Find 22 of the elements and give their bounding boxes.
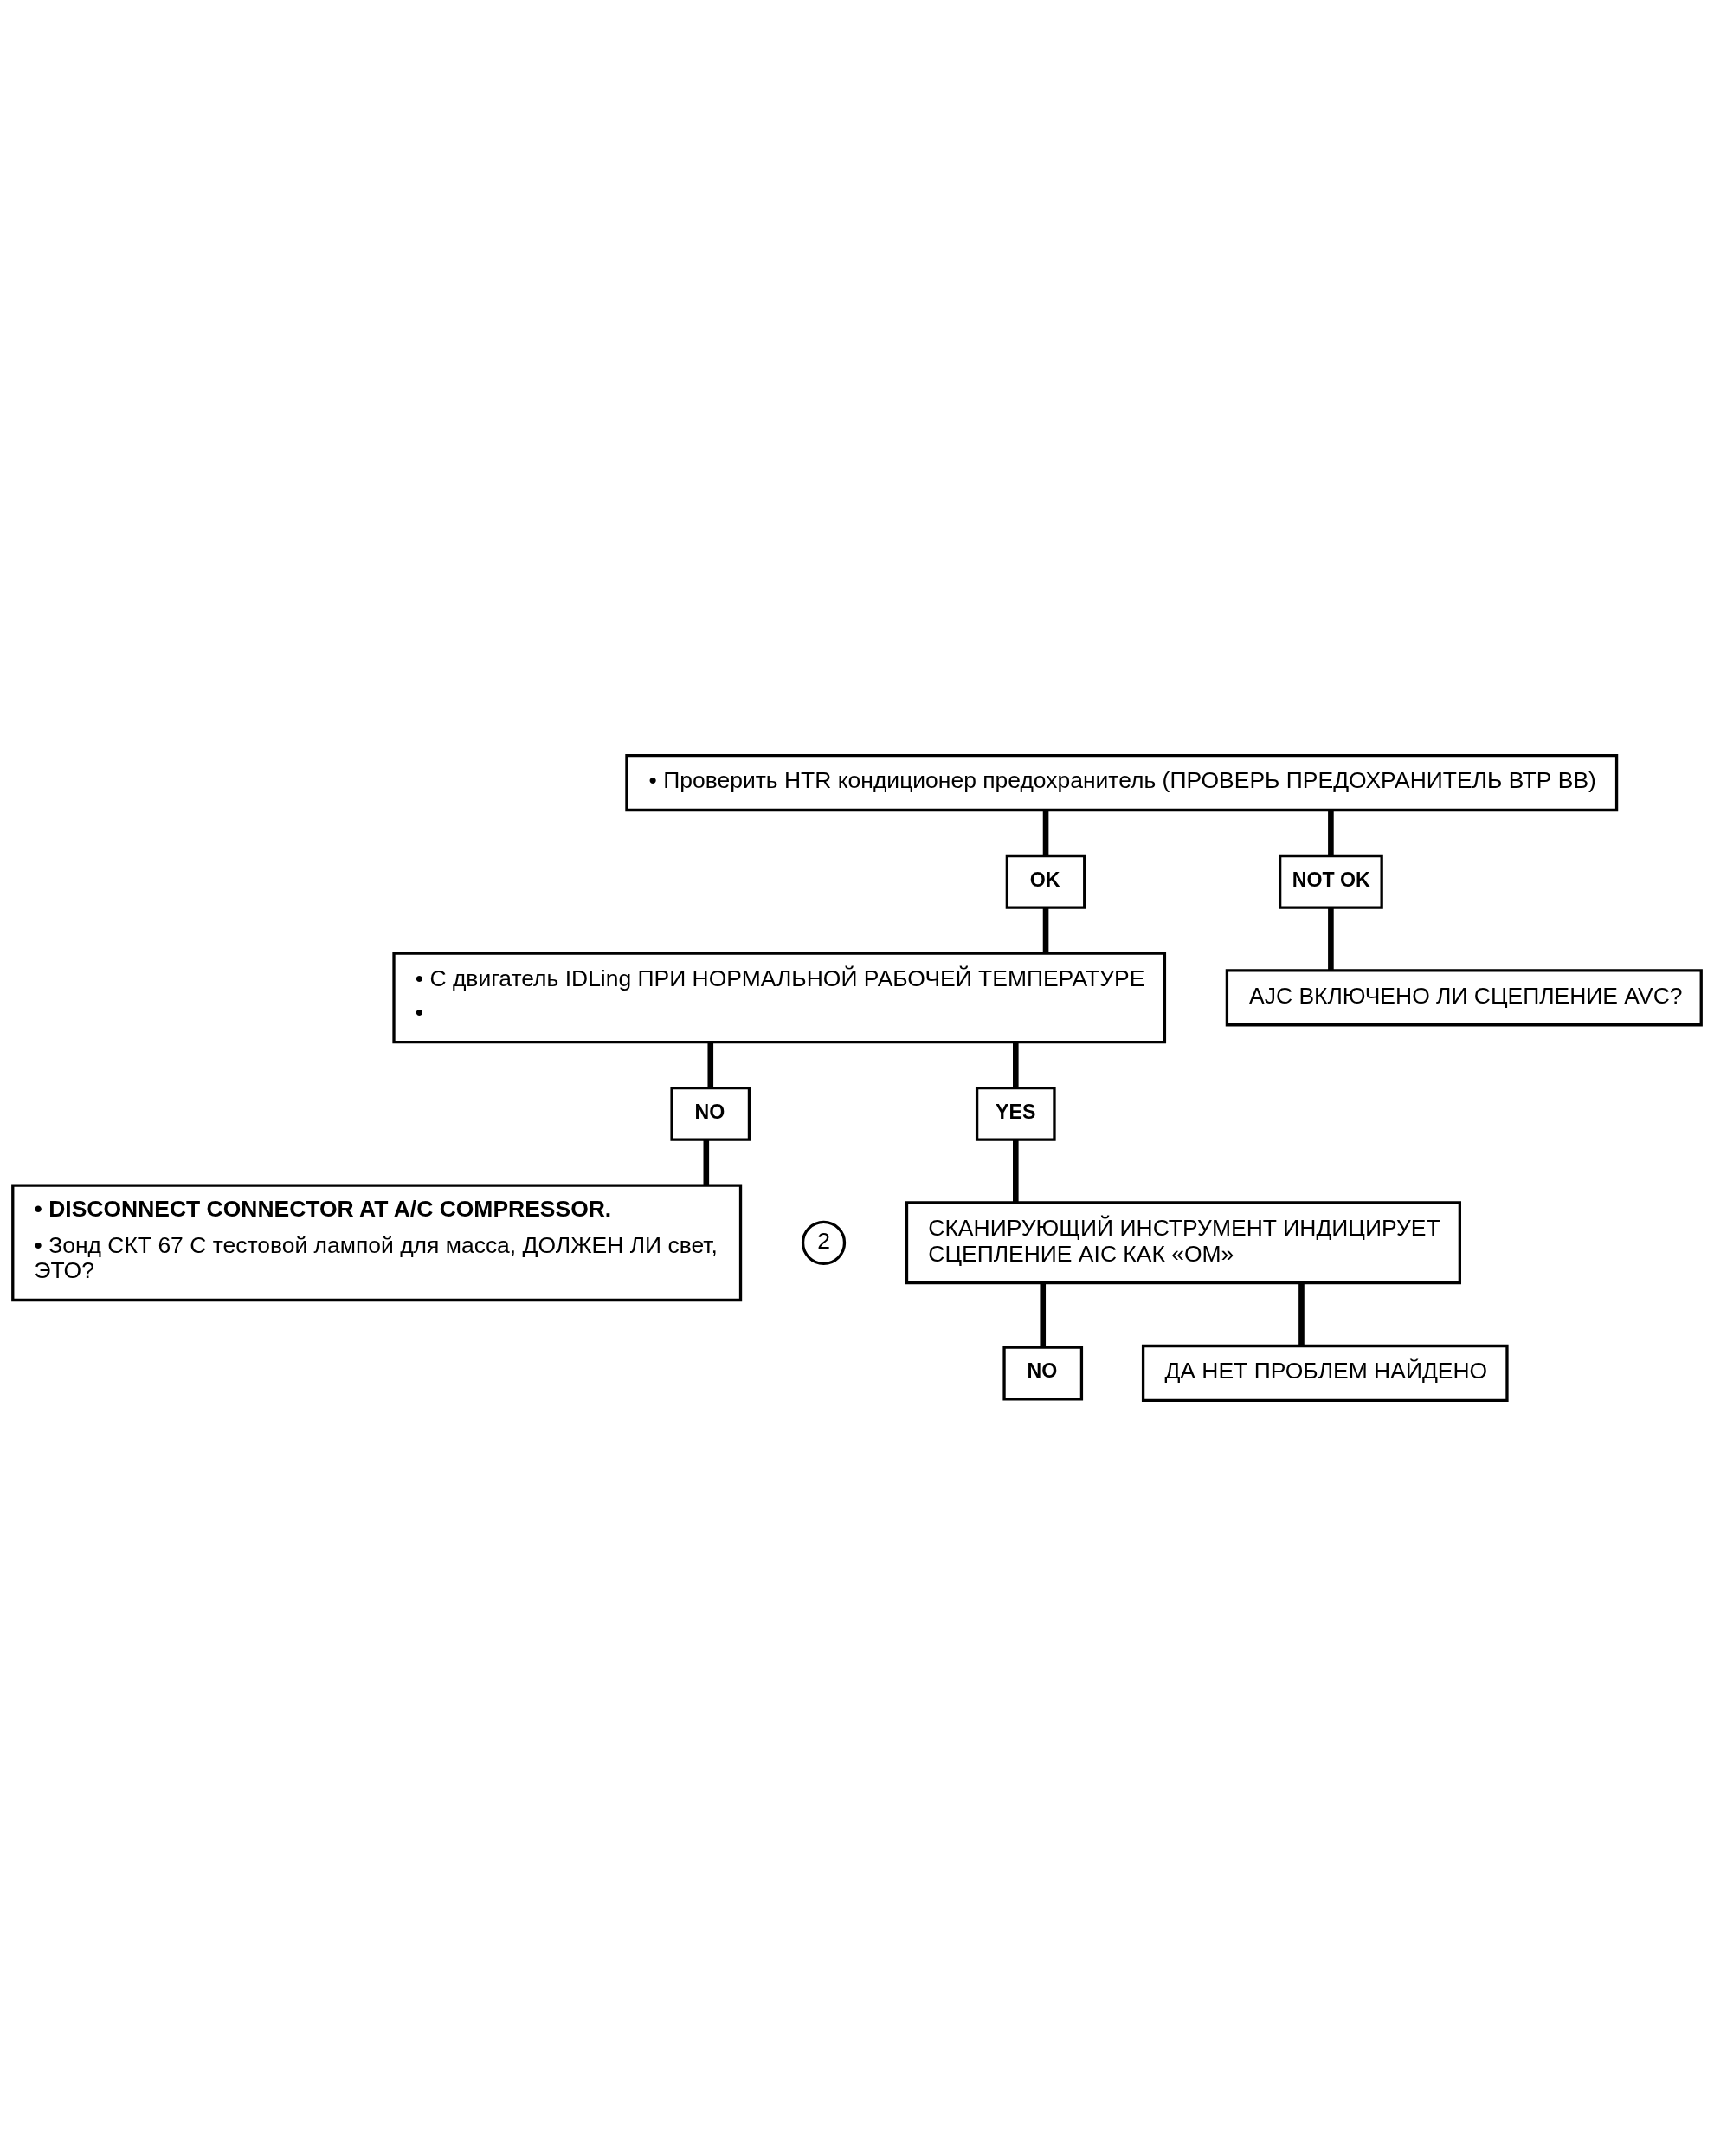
connector bbox=[1298, 1283, 1305, 1346]
node-box: • DISCONNECT CONNECTOR AT A/C COMPRESSOR. • Зонд СКТ 67 С тестовой лампой для масса, ДОЛЖЕН ЛИ свет, ЭТО? bbox=[11, 1184, 743, 1302]
node-label: 2 bbox=[817, 1227, 830, 1254]
connector bbox=[1013, 1042, 1019, 1088]
connector bbox=[1042, 810, 1049, 856]
connector bbox=[1013, 1139, 1019, 1203]
node-box: OK bbox=[1005, 854, 1086, 909]
connector bbox=[1040, 1283, 1047, 1347]
connector bbox=[707, 1042, 714, 1088]
node-box: NOT OK bbox=[1279, 854, 1383, 909]
node-box: NO bbox=[670, 1086, 751, 1141]
connector bbox=[703, 1139, 710, 1185]
node-box: • Проверить HTR кондиционер предохранитель (ПРОВЕРЬ ПРЕДОХРАНИТЕЛЬ ВТР ВВ) bbox=[625, 753, 1619, 812]
connector bbox=[1328, 907, 1334, 971]
node-box: NO bbox=[1002, 1346, 1084, 1401]
node-box: AJC ВКЛЮЧЕНО ЛИ СЦЕПЛЕНИЕ AVC? bbox=[1225, 969, 1703, 1027]
node-box: ДА НЕТ ПРОБЛЕМ НАЙДЕНО bbox=[1141, 1344, 1509, 1403]
node-box: • С двигатель IDLing ПРИ НОРМАЛЬНОЙ РАБОЧЕЙ ТЕМПЕРАТУРЕ • bbox=[392, 952, 1167, 1044]
connector bbox=[1042, 907, 1049, 953]
node-box: СКАНИРУЮЩИЙ ИНСТРУМЕНТ ИНДИЦИРУЕТ СЦЕПЛЕНИЕ AIC КАК «ОМ» bbox=[905, 1201, 1461, 1285]
node-box: YES bbox=[975, 1086, 1056, 1141]
connector bbox=[1328, 810, 1334, 856]
